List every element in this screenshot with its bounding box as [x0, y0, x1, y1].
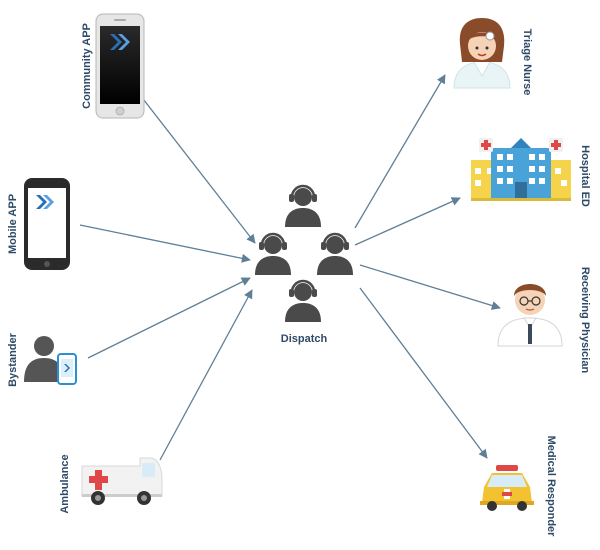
operator-right [317, 232, 353, 275]
community-app-label: Community APP [81, 23, 93, 109]
hospital-icon [471, 138, 571, 201]
arrow-dispatch-to-receiving-physician [359, 264, 501, 310]
app-logo-icon [110, 34, 130, 50]
medical-responder-label: Medical Responder [545, 436, 557, 538]
person-with-phone-icon [24, 336, 77, 385]
doctor-icon [497, 284, 563, 347]
ambulance-label: Ambulance [59, 454, 71, 513]
arrow-mobile-app-to-dispatch [79, 224, 251, 263]
operator-bottom [285, 279, 321, 322]
arrow-dispatch-to-triage-nurse [354, 74, 446, 229]
operator-top [285, 184, 321, 227]
nurse-icon [453, 18, 511, 89]
connector-arrows [79, 74, 501, 461]
arrow-ambulance-to-dispatch [159, 289, 253, 461]
triage-nurse-label: Triage Nurse [521, 29, 533, 96]
dispatch-label: Dispatch [281, 333, 328, 345]
app-logo-icon [36, 195, 54, 209]
hospital-ed-label: Hospital ED [579, 145, 591, 207]
receiving-physician-label: Receiving Physician [579, 267, 591, 374]
mobile-app-phone [24, 178, 70, 270]
bystander-label: Bystander [7, 332, 19, 387]
mobile-app-label: Mobile APP [7, 194, 19, 254]
headset-operators-icon [255, 184, 353, 322]
arrow-bystander-to-dispatch [87, 277, 251, 359]
ambulance-icon [81, 457, 163, 505]
operator-left [255, 232, 291, 275]
arrow-community-app-to-dispatch [139, 94, 256, 244]
arrow-dispatch-to-hospital-ed [354, 197, 461, 246]
emergency-vehicle-icon [480, 465, 534, 511]
community-app-phone [95, 13, 145, 119]
arrow-dispatch-to-medical-responder [359, 287, 488, 459]
